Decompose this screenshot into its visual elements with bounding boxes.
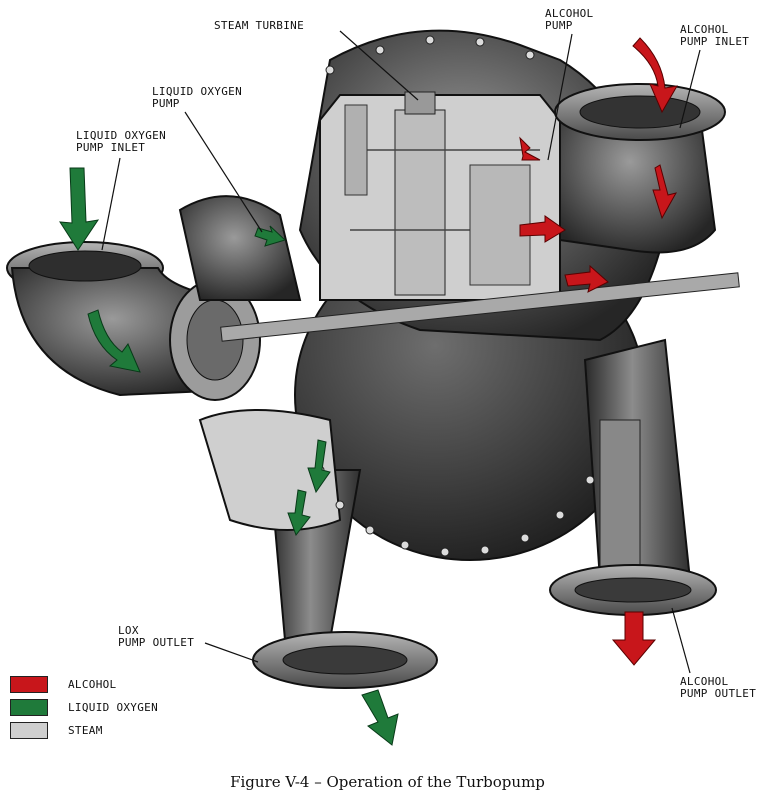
lox-inlet-arrow bbox=[59, 167, 100, 251]
main-shaft bbox=[220, 272, 740, 342]
lox-pump-label: LIQUID OXYGEN PUMP bbox=[152, 85, 242, 110]
leader-lines bbox=[101, 30, 701, 674]
steam-turbine-label: STEAM TURBINE bbox=[214, 19, 304, 32]
alcohol-pump-label: ALCOHOL PUMP bbox=[545, 7, 594, 32]
legend-swatch-alcohol bbox=[10, 676, 48, 693]
alcohol-inlet-arrow bbox=[632, 37, 678, 114]
alcohol-pump-inlet-elbow bbox=[554, 83, 726, 254]
legend-label-liquid-oxygen: LIQUID OXYGEN bbox=[68, 701, 158, 714]
lox-pump-inlet-label: LIQUID OXYGEN PUMP INLET bbox=[76, 129, 166, 154]
legend-label-steam: STEAM bbox=[68, 724, 103, 737]
alcohol-internal-arrow-3 bbox=[564, 264, 609, 293]
alcohol-internal-arrow bbox=[519, 215, 566, 243]
legend-label-alcohol: ALCOHOL bbox=[68, 678, 117, 691]
alcohol-pump-outlet-label: ALCOHOL PUMP OUTLET bbox=[680, 675, 757, 700]
lox-outlet-arrow bbox=[361, 689, 399, 746]
lox-flow-arrows bbox=[59, 167, 399, 746]
lox-pump-outlet-label: LOX PUMP OUTLET bbox=[118, 624, 195, 649]
legend-item-alcohol: ALCOHOL bbox=[10, 676, 116, 693]
steam-turbine-section bbox=[319, 91, 561, 301]
lox-inlet-arrow-2 bbox=[87, 309, 141, 373]
alcohol-inlet-arrow-2 bbox=[652, 164, 678, 220]
lox-pump-impeller bbox=[169, 195, 302, 401]
housing-bolts bbox=[315, 35, 595, 557]
legend-item-steam: STEAM bbox=[10, 722, 103, 739]
alcohol-pump-inlet-label: ALCOHOL PUMP INLET bbox=[680, 23, 750, 48]
alcohol-outlet-arrow bbox=[611, 611, 657, 666]
lox-internal-arrow-3 bbox=[287, 489, 311, 537]
figure-caption: Figure V-4 – Operation of the Turbopump bbox=[230, 773, 545, 791]
legend-swatch-liquid-oxygen bbox=[10, 699, 48, 716]
alcohol-flow-arrows bbox=[519, 37, 678, 666]
legend-item-liquid-oxygen: LIQUID OXYGEN bbox=[10, 699, 158, 716]
legend-swatch-steam bbox=[10, 722, 48, 739]
lox-internal-arrow bbox=[254, 225, 286, 247]
alcohol-internal-arrow-2 bbox=[519, 136, 541, 161]
lox-internal-arrow-2 bbox=[307, 439, 331, 494]
